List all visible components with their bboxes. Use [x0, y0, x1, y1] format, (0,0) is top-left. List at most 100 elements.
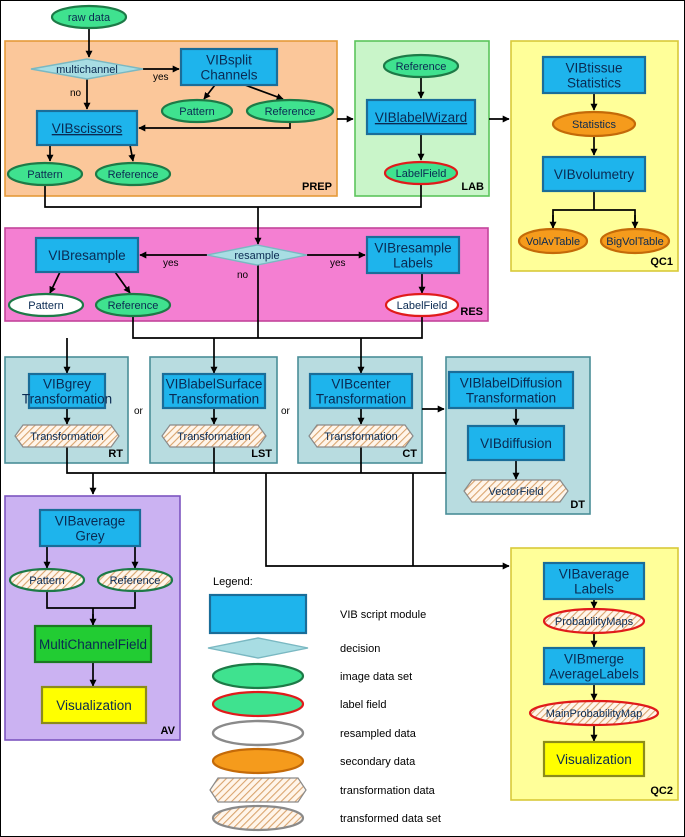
legend-swatch-transformed: [211, 804, 305, 832]
edge-resamp-to-p3: [49, 271, 61, 294]
node-shape-t2: [161, 424, 267, 448]
node-volav: VolAvTable: [517, 227, 589, 255]
node-resdec: resample: [206, 244, 308, 266]
node-shape-resl: [365, 235, 461, 275]
node-shape-resdec: [206, 244, 308, 266]
legend-label-transformed: transformed data set: [340, 813, 441, 825]
node-label-stats: Statistics: [572, 119, 617, 131]
node-shape-vis2: [542, 740, 646, 778]
node-label-r2: Reference: [108, 169, 159, 181]
node-label-t2: Transformation: [177, 431, 251, 443]
node-label-multi: multichannel: [56, 64, 118, 76]
node-lf2: LabelField: [384, 292, 460, 318]
node-shape-resamp: [34, 236, 140, 274]
edge-label-yes-right: yes: [330, 258, 346, 269]
node-label-bigvol: BigVolTable: [606, 236, 664, 248]
node-vis2: Visualization: [542, 740, 646, 778]
legend-swatch-secondary: [211, 747, 305, 775]
node-t1: Transformation: [14, 424, 120, 448]
node-mpm: MainProbabilityMap: [528, 699, 660, 727]
node-label-center: VIBcenter: [331, 377, 391, 392]
node-r2: Reference: [94, 161, 172, 187]
edge-label-or-1: or: [134, 406, 144, 417]
node-multi: multichannel: [30, 58, 144, 80]
edge-resamp-to-r3: [114, 271, 131, 294]
node-label-vis2: Visualization: [556, 752, 632, 767]
node-shape-ldiff: [447, 370, 575, 410]
node-shape-center: [308, 372, 414, 410]
node-shape-t1: [14, 424, 120, 448]
legend-label-resampled: resampled data: [340, 728, 417, 740]
node-labref: Reference: [382, 53, 460, 79]
legend-label-image: image data set: [340, 671, 412, 683]
node-label-lf2: LabelField: [397, 300, 448, 312]
node-label-avlab: VIBaverage: [559, 567, 630, 582]
group-label-lst: LST: [251, 448, 272, 460]
node-label-ldiff: VIBlabelDiffusion: [460, 376, 563, 391]
node-shape-tissue: [541, 55, 647, 95]
group-label-res: RES: [460, 306, 483, 318]
node-lf1: LabelField: [383, 160, 459, 186]
edge-split-to-r1: [244, 84, 284, 101]
node-shape-r2: [94, 161, 172, 187]
edge-split-to-p1: [203, 84, 216, 100]
node-vis1: Visualization: [40, 685, 148, 725]
node-p4: Pattern: [8, 567, 86, 593]
node-label-volav: VolAvTable: [526, 236, 580, 248]
legend-label-decision: decision: [340, 643, 380, 655]
edge-sciss-to-r2: [128, 144, 136, 162]
node-p1: Pattern: [160, 98, 234, 124]
node-shape-bigvol: [599, 227, 671, 255]
node-shape-p1: [160, 98, 234, 124]
node-label-p1: Pattern: [179, 106, 214, 118]
legend-swatch-label: [211, 690, 305, 718]
node-label-split: VIBsplit: [206, 53, 252, 68]
legend-label-module: VIB script module: [340, 609, 426, 621]
node-label-resdec: resample: [234, 250, 279, 262]
node-label-p4: Pattern: [29, 575, 64, 587]
edge-label-yes-split: yes: [153, 72, 169, 83]
node-r3: Reference: [94, 292, 172, 318]
node-diff: VIBdiffusion: [466, 424, 566, 462]
group-label-prep: PREP: [302, 181, 332, 193]
group-label-lab: LAB: [461, 181, 484, 193]
legend-label-label: label field: [340, 699, 386, 711]
node-label-t1: Transformation: [30, 431, 104, 443]
node-label-grey: VIBgrey: [43, 377, 91, 392]
node-label-pmaps: ProbabilityMaps: [555, 616, 634, 628]
legend-label-secondary: secondary data: [340, 756, 416, 768]
node-label-mcf: MultiChannelField: [39, 637, 147, 652]
node-label-surf: VIBlabelSurface: [166, 377, 263, 392]
node-label-sciss: VIBscissors: [52, 121, 123, 136]
group-label-dt: DT: [570, 499, 585, 511]
node-shape-vis1: [40, 685, 148, 725]
edge-bus-to-qc2: [265, 473, 510, 570]
legend-swatch-module: [208, 593, 308, 635]
node-p2: Pattern: [6, 161, 84, 187]
node-t3: Transformation: [308, 424, 414, 448]
node-volum: VIBvolumetry: [541, 155, 647, 193]
node-shape-lf2: [384, 292, 460, 318]
node-raw: raw data: [50, 4, 128, 30]
node-stats: Statistics: [551, 110, 637, 138]
node-shape-mpm: [528, 699, 660, 727]
node-sciss: VIBscissors: [35, 109, 139, 147]
node-label-tissue: Statistics: [567, 76, 621, 91]
node-shape-r3: [94, 292, 172, 318]
edge-label-no-down: no: [237, 270, 249, 281]
node-label-vis1: Visualization: [56, 698, 132, 713]
node-shape-merge: [542, 646, 646, 686]
node-shape-volav: [517, 227, 589, 255]
node-label-avlab: Labels: [574, 582, 614, 597]
legend-label-transformation: transformation data: [340, 785, 436, 797]
node-label-ldiff: Transformation: [466, 391, 556, 406]
node-r4: Reference: [96, 567, 174, 593]
node-shape-stats: [551, 110, 637, 138]
